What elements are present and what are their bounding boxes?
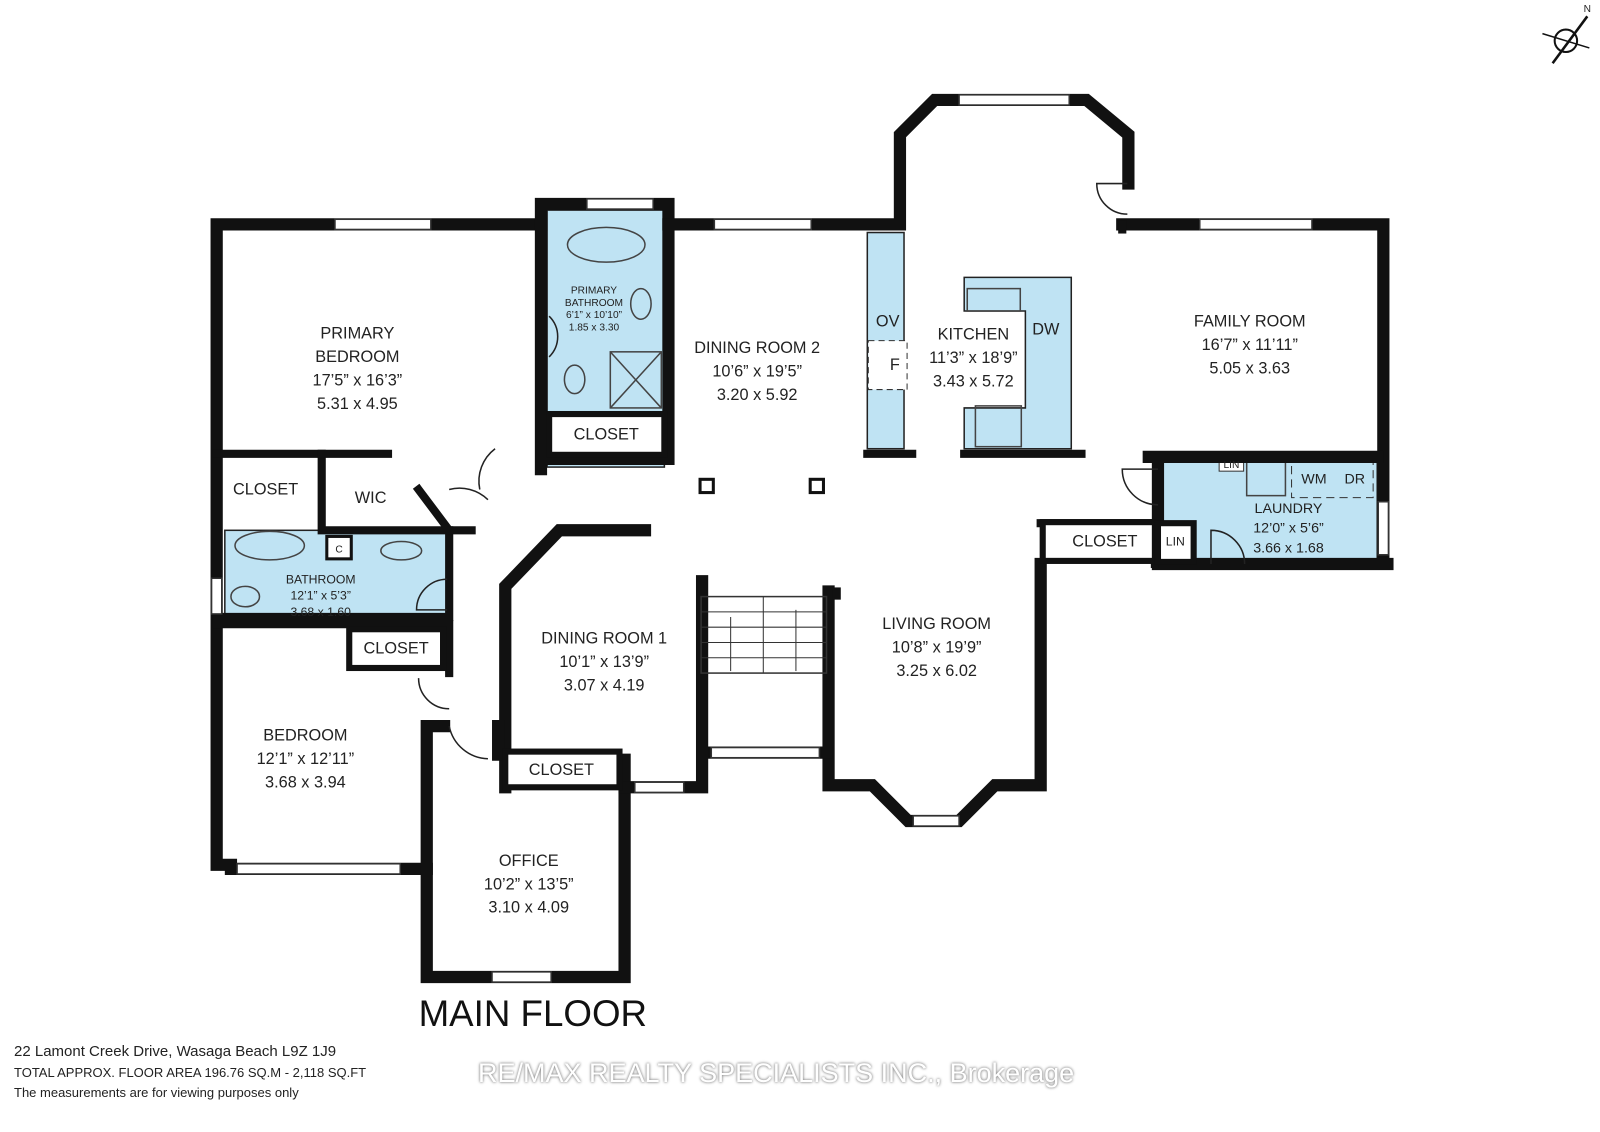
svg-text:OV: OV: [876, 312, 900, 330]
room-labels: PRIMARY BEDROOM 17’5” x 16’3” 5.31 x 4.9…: [233, 286, 1365, 1034]
fridge: [867, 340, 908, 391]
stove: [974, 405, 1023, 448]
svg-text:DW: DW: [1032, 321, 1060, 339]
dining-room-2-label: DINING ROOM 2: [694, 339, 820, 357]
linen-closet: [1154, 520, 1197, 565]
svg-text:11’3” x 18’9”: 11’3” x 18’9”: [929, 349, 1017, 367]
family-room-label: FAMILY ROOM: [1194, 312, 1306, 330]
svg-text:F: F: [890, 356, 900, 374]
column: [698, 477, 715, 495]
closet-label: CLOSET: [1072, 533, 1137, 551]
svg-text:3.20 x 5.92: 3.20 x 5.92: [717, 386, 798, 404]
svg-text:10’6” x 19’5”: 10’6” x 19’5”: [712, 362, 802, 380]
svg-text:BEDROOM: BEDROOM: [315, 348, 399, 366]
svg-text:1.85 x 3.30: 1.85 x 3.30: [569, 322, 620, 333]
closet-office: [502, 748, 623, 791]
svg-text:12’0” x 5’6”: 12’0” x 5’6”: [1253, 520, 1324, 536]
brokerage-watermark: RE/MAX REALTY SPECIALISTS INC., Brokerag…: [478, 1058, 1075, 1088]
primary-bedroom-label: PRIMARY: [320, 325, 394, 343]
address: 22 Lamont Creek Drive, Wasaga Beach L9Z …: [14, 1043, 337, 1060]
svg-text:BATHROOM: BATHROOM: [565, 298, 623, 309]
svg-text:C: C: [335, 545, 342, 556]
windows: [210, 94, 1390, 983]
svg-text:3.10 x 4.09: 3.10 x 4.09: [488, 899, 569, 917]
bathroom-label: BATHROOM: [286, 572, 356, 586]
office-label: OFFICE: [499, 852, 559, 870]
bedroom-label: BEDROOM: [263, 726, 347, 744]
svg-text:12’1” x 12’11”: 12’1” x 12’11”: [257, 750, 355, 768]
dining-room-1-label: DINING ROOM 1: [541, 630, 667, 648]
kitchen-label: KITCHEN: [938, 326, 1010, 344]
svg-text:16’7” x 11’11”: 16’7” x 11’11”: [1202, 336, 1298, 354]
sink: [629, 287, 652, 320]
floor-title: MAIN FLOOR: [419, 993, 647, 1034]
closet-label: CLOSET: [233, 481, 298, 499]
sink-2: [380, 540, 423, 561]
living-room-label: LIVING ROOM: [882, 615, 991, 633]
svg-text:12’1” x 5’3”: 12’1” x 5’3”: [290, 589, 350, 603]
floor-area: TOTAL APPROX. FLOOR AREA 196.76 SQ.M - 2…: [14, 1065, 367, 1080]
doors: [415, 182, 1246, 760]
wic-label: WIC: [355, 489, 387, 507]
primary-bathroom-label: PRIMARY: [571, 286, 617, 297]
bathtub: [566, 226, 646, 263]
laundry-label: LAUNDRY: [1255, 501, 1323, 517]
svg-text:6’1” x 10’10”: 6’1” x 10’10”: [566, 310, 623, 321]
staircase: [700, 587, 841, 674]
closet-label: CLOSET: [529, 761, 594, 779]
svg-text:3.25 x 6.02: 3.25 x 6.02: [896, 662, 977, 680]
svg-text:3.07 x 4.19: 3.07 x 4.19: [564, 676, 645, 694]
svg-text:10’2” x 13’5”: 10’2” x 13’5”: [484, 875, 574, 893]
linen-label: LIN: [1166, 535, 1185, 549]
compass-north-label: N: [1584, 4, 1591, 15]
svg-text:10’8” x 19’9”: 10’8” x 19’9”: [892, 639, 982, 657]
svg-text:WM: WM: [1301, 471, 1326, 487]
svg-text:DR: DR: [1344, 471, 1365, 487]
compass-icon: N: [1542, 4, 1591, 64]
svg-text:5.31 x 4.95: 5.31 x 4.95: [317, 395, 398, 413]
svg-text:LIN: LIN: [1223, 460, 1239, 471]
svg-text:3.43 x 5.72: 3.43 x 5.72: [933, 373, 1014, 391]
toilet-2: [230, 585, 261, 608]
column: [808, 477, 825, 495]
bathtub-2: [234, 530, 306, 561]
svg-text:17’5” x 16’3”: 17’5” x 16’3”: [313, 371, 403, 389]
closet-bedroom: [346, 626, 447, 672]
svg-text:10’1” x 13’9”: 10’1” x 13’9”: [559, 653, 649, 671]
toilet: [563, 364, 586, 395]
closet-label: CLOSET: [364, 640, 429, 658]
svg-text:5.05 x 3.63: 5.05 x 3.63: [1209, 359, 1290, 377]
closet-label: CLOSET: [574, 426, 639, 444]
disclaimer: The measurements are for viewing purpose…: [14, 1085, 299, 1100]
closet-primary-bath: [546, 410, 668, 458]
svg-text:3.68 x 1.60: 3.68 x 1.60: [290, 605, 351, 619]
svg-text:3.66 x 1.68: 3.66 x 1.68: [1253, 541, 1324, 557]
svg-text:3.68 x 3.94: 3.68 x 3.94: [265, 773, 346, 791]
